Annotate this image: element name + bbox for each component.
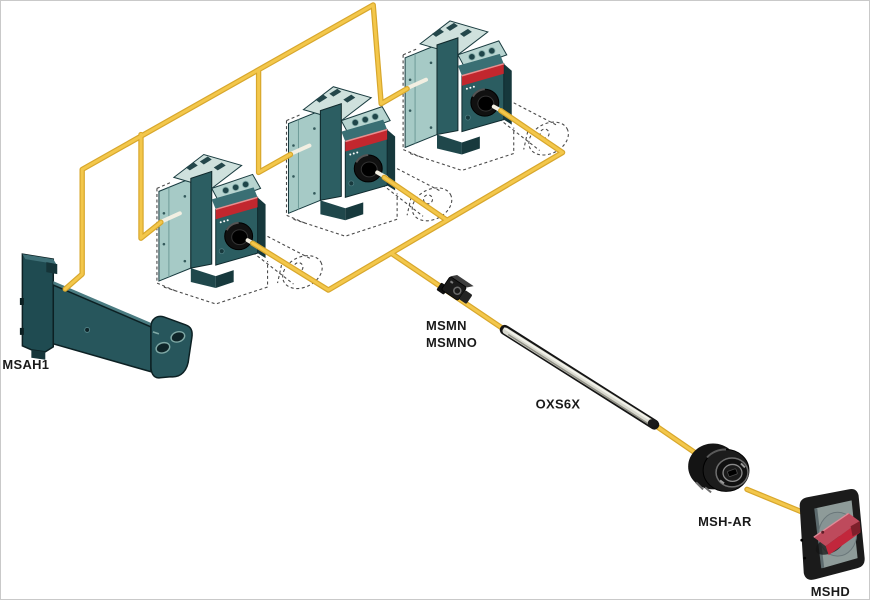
mounting-bracket-msah1 [19,253,193,379]
oxs6x-shaft [499,324,660,430]
mshd-door-handle [799,488,865,580]
label-msmn: MSMN [426,318,467,333]
interlock-connector-msmn [436,275,474,304]
msh-ar-adapter [688,443,750,494]
motor-starter-3 [401,18,577,173]
label-mshd: MSHD [811,584,850,599]
label-oxs6x: OXS6X [536,397,581,412]
label-msah1: MSAH1 [2,357,49,372]
label-msh-ar: MSH-AR [698,514,752,529]
label-msmno: MSMNO [426,335,477,350]
